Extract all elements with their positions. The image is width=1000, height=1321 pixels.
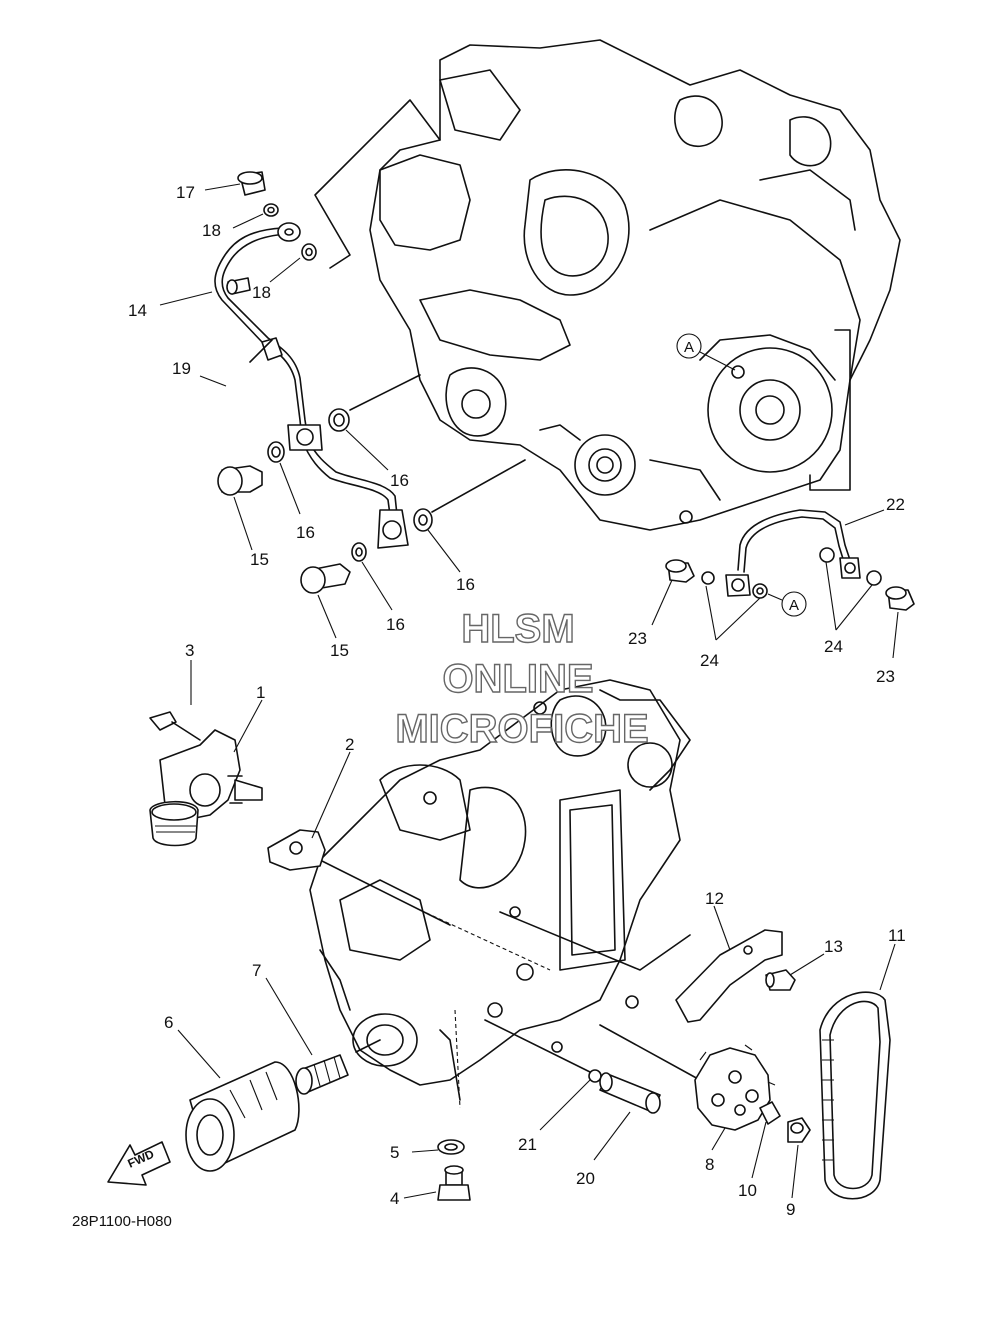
oil-pipe-14 <box>214 222 409 549</box>
callout-2: 2 <box>345 735 354 754</box>
callout-11: 11 <box>888 926 906 945</box>
callout-20: 20 <box>576 1169 595 1188</box>
callout-leaders <box>159 183 899 1199</box>
callout-18b: 18 <box>252 283 271 302</box>
callout-9: 9 <box>786 1200 795 1219</box>
union-bolt-7 <box>295 1054 349 1095</box>
watermark: HLSM ONLINE MICROFICHE <box>395 606 650 751</box>
callout-24b: 24 <box>824 637 843 656</box>
callout-15b: 15 <box>330 641 349 660</box>
watermark-line-2: ONLINE <box>442 657 593 701</box>
washer-10 <box>759 1101 781 1125</box>
callout-12: 12 <box>705 889 724 908</box>
callout-5: 5 <box>390 1143 399 1162</box>
callout-16b: 16 <box>296 523 315 542</box>
diagram-code: 28P1100-H080 <box>72 1213 172 1230</box>
gasket-2 <box>267 829 326 871</box>
chain-11 <box>819 991 891 1200</box>
ref-a-lower: A <box>767 591 807 617</box>
leader-lines-upper <box>249 339 526 513</box>
oil-pipe-22 <box>725 509 861 597</box>
sprocket-8 <box>694 1044 776 1131</box>
callout-1: 1 <box>256 683 265 702</box>
watermark-line-1: HLSM <box>461 607 574 651</box>
upper-hardware <box>217 171 915 611</box>
callout-19: 19 <box>172 359 191 378</box>
callout-16c: 16 <box>456 575 475 594</box>
callout-6: 6 <box>164 1013 173 1032</box>
reference-bracket-right <box>809 329 851 491</box>
callout-8: 8 <box>705 1155 714 1174</box>
reference-bracket-top <box>314 99 441 269</box>
callout-23b: 23 <box>876 667 895 686</box>
drain-bolt-4 <box>437 1139 471 1201</box>
callout-16d: 16 <box>386 615 405 634</box>
callout-14: 14 <box>128 301 147 320</box>
oil-pump-1 <box>149 711 263 847</box>
lower-crankcase <box>309 679 691 1101</box>
callout-3: 3 <box>185 641 194 660</box>
leader-lines-lower <box>299 849 701 1081</box>
upper-crankcase <box>369 39 901 531</box>
ref-a-upper-text: A <box>684 339 694 356</box>
callout-18a: 18 <box>202 221 221 240</box>
callout-10: 10 <box>738 1181 757 1200</box>
callout-16a: 16 <box>390 471 409 490</box>
callout-23a: 23 <box>628 629 647 648</box>
callout-13: 13 <box>824 937 843 956</box>
nut-9 <box>787 1117 811 1143</box>
callout-21: 21 <box>518 1135 537 1154</box>
ref-a-upper: A <box>676 333 736 371</box>
callout-15a: 15 <box>250 550 269 569</box>
ref-a-lower-text: A <box>789 597 799 614</box>
oil-filter-6 <box>185 1061 300 1172</box>
callout-24a: 24 <box>700 651 719 670</box>
guide-12 <box>675 929 796 1023</box>
watermark-line-3: MICROFICHE <box>395 707 648 751</box>
strainer-20 <box>588 1069 661 1114</box>
callout-7: 7 <box>252 961 261 980</box>
fwd-arrow: FWD <box>107 1141 171 1186</box>
callout-numbers: 17 18 18 14 19 16 16 15 16 16 15 22 23 2… <box>128 183 906 1219</box>
callout-22: 22 <box>886 495 905 514</box>
callout-4: 4 <box>390 1189 399 1208</box>
callout-17: 17 <box>176 183 195 202</box>
